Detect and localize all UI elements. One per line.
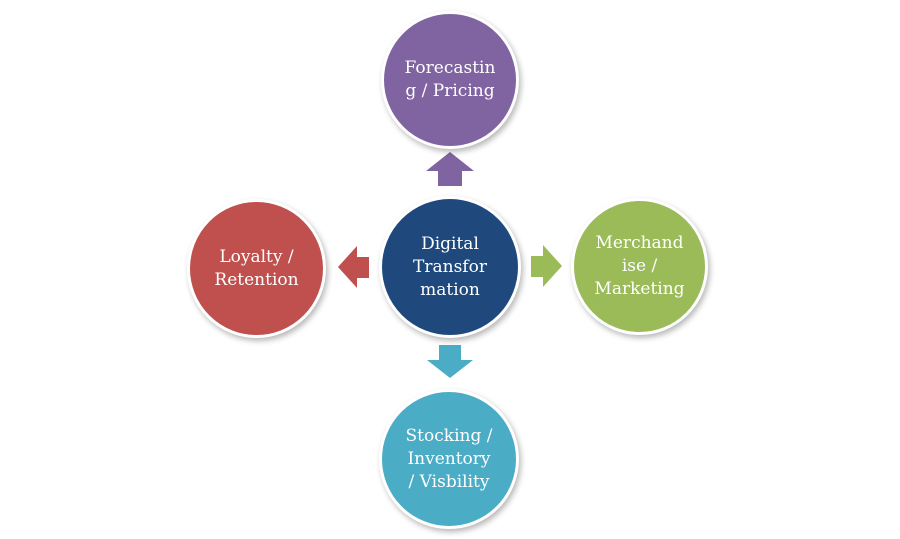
arrow-left xyxy=(338,246,369,288)
arrow-up xyxy=(426,152,474,186)
node-label: Loyalty / Retention xyxy=(214,246,299,290)
node-label: Digital Transfor mation xyxy=(413,233,487,300)
node-forecasting-pricing: Forecastin g / Pricing xyxy=(381,11,519,149)
arrow-down xyxy=(427,345,473,378)
node-merchandise-marketing: Merchand ise / Marketing xyxy=(571,198,708,335)
node-stocking-inventory-visibility: Stocking / Inventory / Visbility xyxy=(379,389,519,529)
node-digital-transformation: Digital Transfor mation xyxy=(379,196,521,338)
node-label: Stocking / Inventory / Visbility xyxy=(405,425,493,492)
node-label: Forecastin g / Pricing xyxy=(404,58,496,101)
arrow-right xyxy=(531,245,562,287)
node-label: Merchand ise / Marketing xyxy=(594,233,685,299)
node-loyalty-retention: Loyalty / Retention xyxy=(187,199,326,338)
